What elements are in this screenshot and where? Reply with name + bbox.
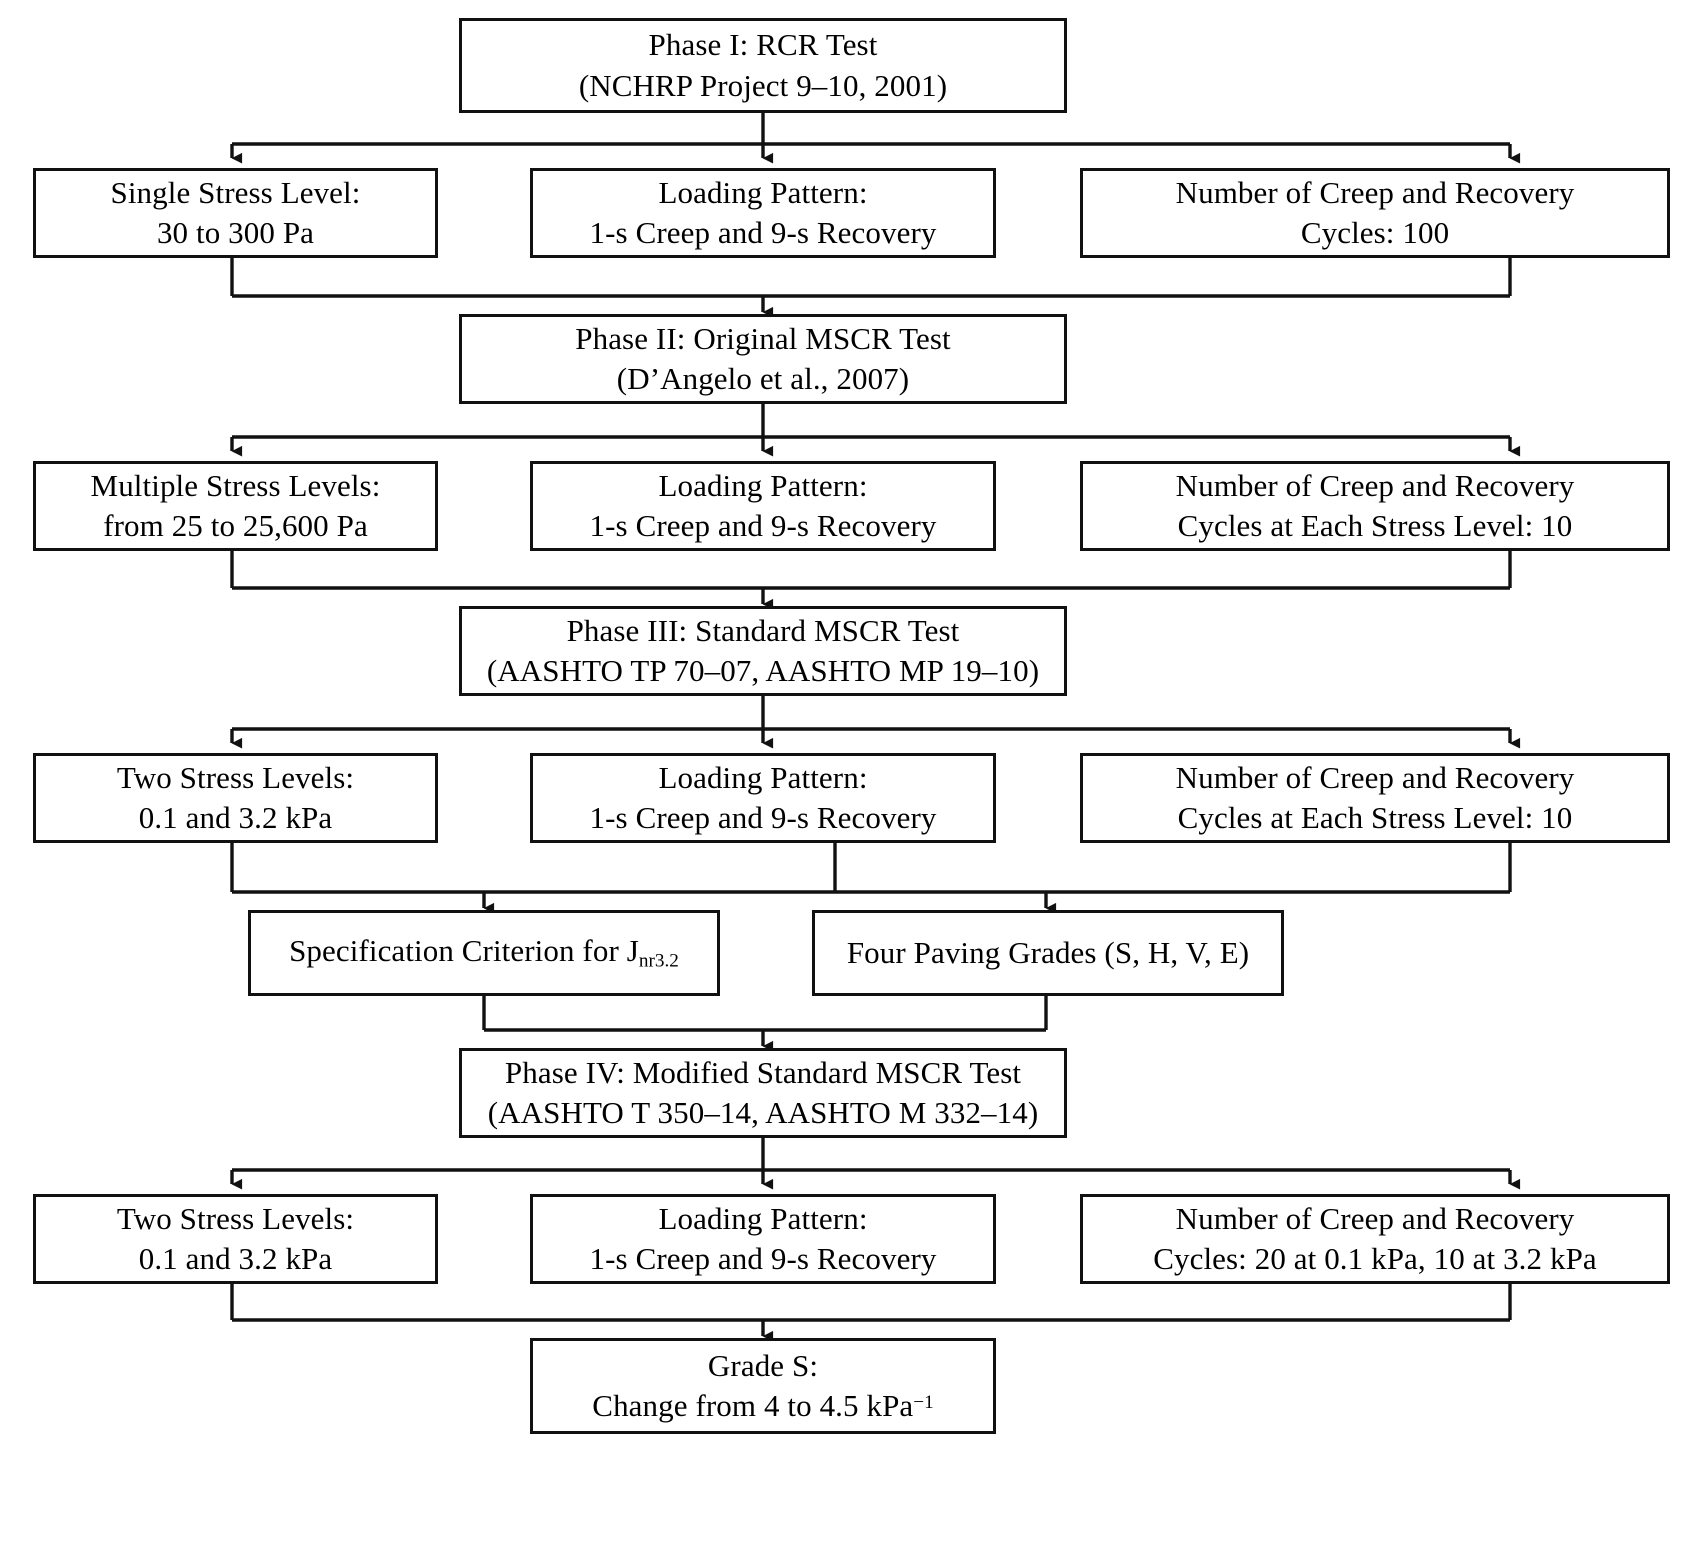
node-p3-loading-pattern[interactable]: Loading Pattern: 1-s Creep and 9-s Recov… <box>530 753 996 843</box>
node-p4-loading-pattern-line1: Loading Pattern: <box>658 1200 868 1236</box>
node-four-paving-grades[interactable]: Four Paving Grades (S, H, V, E) <box>812 910 1284 996</box>
node-phase4[interactable]: Phase IV: Modified Standard MSCR Test (A… <box>459 1048 1067 1138</box>
node-phase4-line2: (AASHTO T 350–14, AASHTO M 332–14) <box>487 1095 1039 1130</box>
node-p1-loading-pattern[interactable]: Loading Pattern: 1-s Creep and 9-s Recov… <box>530 168 996 258</box>
node-p2-stress-level-line2: from 25 to 25,600 Pa <box>103 508 368 543</box>
node-p4-cycles-line2: Cycles: 20 at 0.1 kPa, 10 at 3.2 kPa <box>1153 1241 1597 1276</box>
spec-criterion-text: Specification Criterion for J <box>289 933 639 969</box>
node-phase3-line2: (AASHTO TP 70–07, AASHTO MP 19–10) <box>486 653 1040 688</box>
node-phase1-line1: Phase I: RCR Test <box>648 27 878 63</box>
node-grade-s-line1: Grade S: <box>707 1347 819 1383</box>
node-phase4-line1: Phase IV: Modified Standard MSCR Test <box>504 1054 1022 1090</box>
node-p2-stress-level[interactable]: Multiple Stress Levels: from 25 to 25,60… <box>33 461 438 551</box>
node-phase1[interactable]: Phase I: RCR Test (NCHRP Project 9–10, 2… <box>459 18 1067 113</box>
node-p4-stress-level-line1: Two Stress Levels: <box>116 1200 355 1236</box>
node-p3-stress-level[interactable]: Two Stress Levels: 0.1 and 3.2 kPa <box>33 753 438 843</box>
grade-s-superscript: −1 <box>913 1391 934 1413</box>
node-phase1-line2: (NCHRP Project 9–10, 2001) <box>578 67 948 103</box>
node-p3-cycles-line2: Cycles at Each Stress Level: 10 <box>1177 800 1573 835</box>
node-p1-loading-pattern-line2: 1-s Creep and 9-s Recovery <box>589 215 937 250</box>
node-p1-stress-level[interactable]: Single Stress Level: 30 to 300 Pa <box>33 168 438 258</box>
node-p1-loading-pattern-line1: Loading Pattern: <box>658 174 868 210</box>
node-phase3[interactable]: Phase III: Standard MSCR Test (AASHTO TP… <box>459 606 1067 696</box>
node-p1-cycles-line2: Cycles: 100 <box>1300 215 1450 250</box>
node-p3-cycles-line1: Number of Creep and Recovery <box>1175 759 1575 795</box>
node-p3-loading-pattern-line2: 1-s Creep and 9-s Recovery <box>589 800 937 835</box>
node-p2-stress-level-line1: Multiple Stress Levels: <box>90 467 381 503</box>
node-p2-cycles-line1: Number of Creep and Recovery <box>1175 467 1575 503</box>
node-specification-criterion-label: Specification Criterion for Jnr3.2 <box>289 931 679 974</box>
node-p4-stress-level-line2: 0.1 and 3.2 kPa <box>138 1241 333 1276</box>
node-p1-stress-level-line2: 30 to 300 Pa <box>156 215 315 250</box>
node-p2-loading-pattern-line1: Loading Pattern: <box>658 467 868 503</box>
node-p4-stress-level[interactable]: Two Stress Levels: 0.1 and 3.2 kPa <box>33 1194 438 1284</box>
node-p1-cycles[interactable]: Number of Creep and Recovery Cycles: 100 <box>1080 168 1670 258</box>
spec-criterion-subscript: nr3.2 <box>638 950 679 972</box>
node-four-paving-grades-line1: Four Paving Grades (S, H, V, E) <box>846 934 1250 970</box>
node-p4-loading-pattern-line2: 1-s Creep and 9-s Recovery <box>589 1241 937 1276</box>
node-phase2-line1: Phase II: Original MSCR Test <box>575 320 951 356</box>
node-p4-loading-pattern[interactable]: Loading Pattern: 1-s Creep and 9-s Recov… <box>530 1194 996 1284</box>
node-p2-loading-pattern-line2: 1-s Creep and 9-s Recovery <box>589 508 937 543</box>
node-p2-cycles[interactable]: Number of Creep and Recovery Cycles at E… <box>1080 461 1670 551</box>
node-p1-cycles-line1: Number of Creep and Recovery <box>1175 174 1575 210</box>
node-grade-s-line2: Change from 4 to 4.5 kPa−1 <box>592 1386 933 1426</box>
node-p4-cycles-line1: Number of Creep and Recovery <box>1175 1200 1575 1236</box>
node-p4-cycles[interactable]: Number of Creep and Recovery Cycles: 20 … <box>1080 1194 1670 1284</box>
node-phase3-line1: Phase III: Standard MSCR Test <box>566 612 960 648</box>
node-p1-stress-level-line1: Single Stress Level: <box>110 174 361 210</box>
node-p3-stress-level-line1: Two Stress Levels: <box>116 759 355 795</box>
node-p2-loading-pattern[interactable]: Loading Pattern: 1-s Creep and 9-s Recov… <box>530 461 996 551</box>
node-phase2-line2: (D’Angelo et al., 2007) <box>616 361 910 396</box>
node-p3-stress-level-line2: 0.1 and 3.2 kPa <box>138 800 333 835</box>
node-p3-cycles[interactable]: Number of Creep and Recovery Cycles at E… <box>1080 753 1670 843</box>
node-phase2[interactable]: Phase II: Original MSCR Test (D’Angelo e… <box>459 314 1067 404</box>
node-grade-s[interactable]: Grade S: Change from 4 to 4.5 kPa−1 <box>530 1338 996 1434</box>
node-p2-cycles-line2: Cycles at Each Stress Level: 10 <box>1177 508 1573 543</box>
node-p3-loading-pattern-line1: Loading Pattern: <box>658 759 868 795</box>
grade-s-change-text: Change from 4 to 4.5 kPa <box>592 1388 914 1423</box>
node-specification-criterion[interactable]: Specification Criterion for Jnr3.2 <box>248 910 720 996</box>
